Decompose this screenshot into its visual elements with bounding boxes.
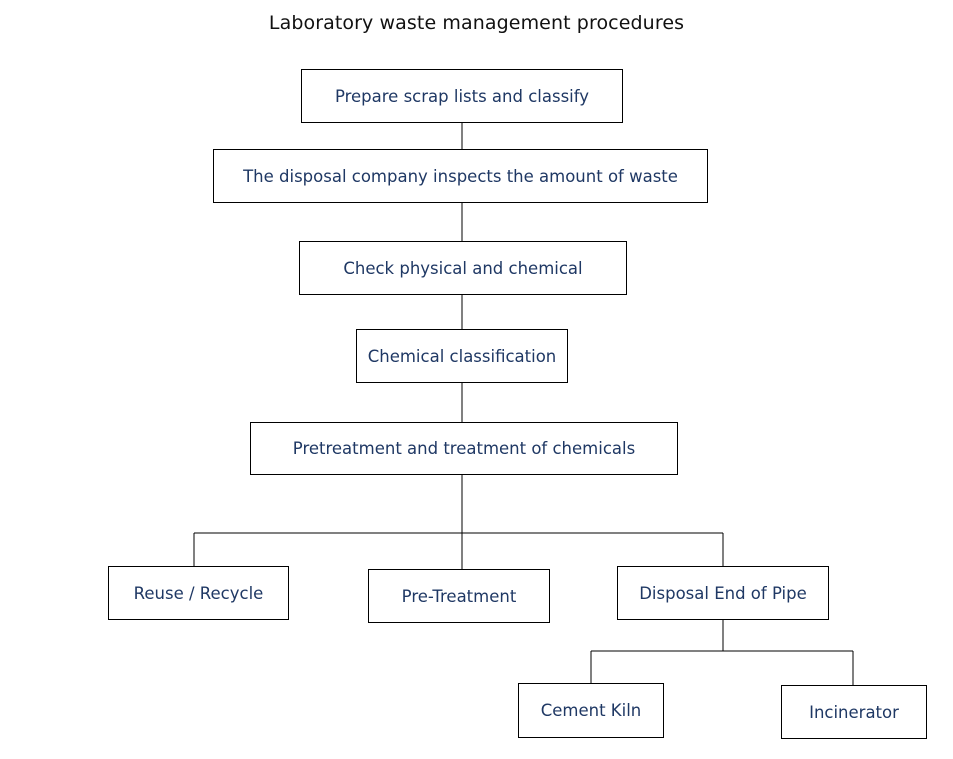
node-prepare-scrap-lists: Prepare scrap lists and classify bbox=[301, 69, 623, 123]
node-disposal-company-inspects: The disposal company inspects the amount… bbox=[213, 149, 708, 203]
node-cement-kiln: Cement Kiln bbox=[518, 683, 664, 738]
diagram-title: Laboratory waste management procedures bbox=[268, 12, 685, 34]
node-pre-treatment: Pre-Treatment bbox=[368, 569, 550, 623]
node-reuse-recycle: Reuse / Recycle bbox=[108, 566, 289, 620]
node-check-physical-chemical: Check physical and chemical bbox=[299, 241, 627, 295]
node-chemical-classification: Chemical classification bbox=[356, 329, 568, 383]
node-pretreatment-treatment: Pretreatment and treatment of chemicals bbox=[250, 422, 678, 475]
node-incinerator: Incinerator bbox=[781, 685, 927, 739]
node-disposal-end-of-pipe: Disposal End of Pipe bbox=[617, 566, 829, 620]
